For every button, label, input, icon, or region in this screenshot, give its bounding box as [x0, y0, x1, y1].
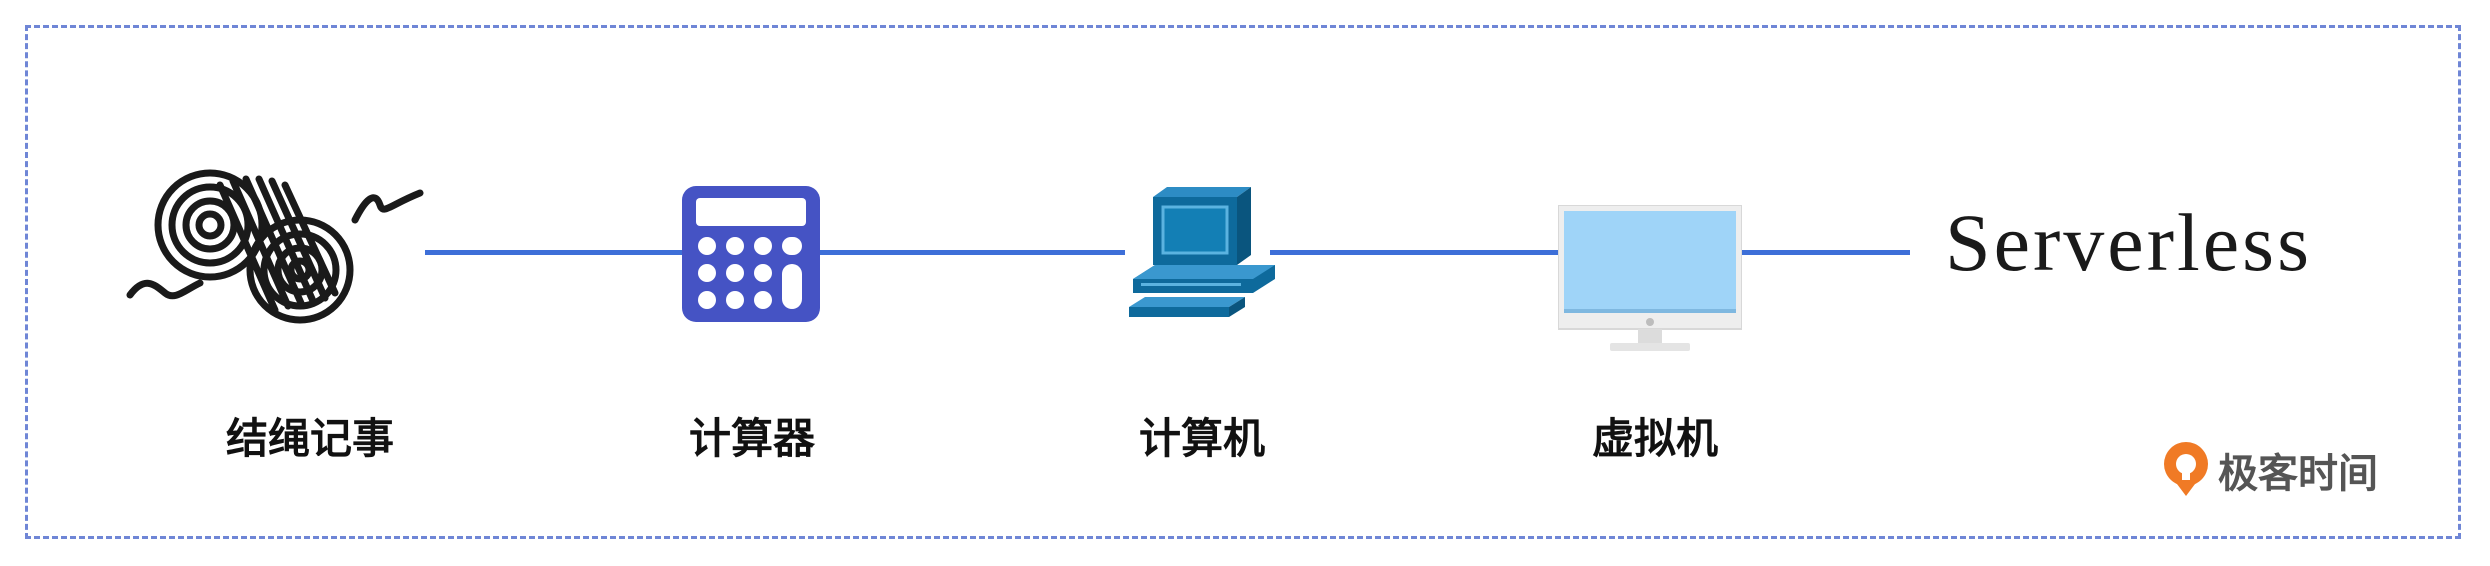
- stage-label-computer: 计算机: [1138, 414, 1265, 463]
- connector-line-1: [425, 250, 695, 255]
- geektime-logo-icon: [2160, 440, 2212, 500]
- connector-line-3: [1270, 250, 1560, 255]
- connector-line-4: [1740, 250, 1910, 255]
- brand-name: 极客时间: [2218, 451, 2378, 497]
- diagram-frame: [25, 25, 2461, 539]
- monitor-icon: [1557, 204, 1743, 355]
- stage-label-calculator: 计算器: [688, 414, 815, 463]
- connector-line-2: [815, 250, 1125, 255]
- knotted-rope-icon: [125, 165, 425, 325]
- calculator-icon: [682, 186, 820, 322]
- stage-label-virtual-machine: 虚拟机: [1591, 414, 1718, 463]
- stage-label-rope: 结绳记事: [225, 414, 394, 463]
- final-stage-serverless: Serverless: [1945, 197, 2313, 288]
- brand-watermark: 极客时间: [2160, 440, 2378, 500]
- desktop-computer-icon: [1125, 183, 1275, 323]
